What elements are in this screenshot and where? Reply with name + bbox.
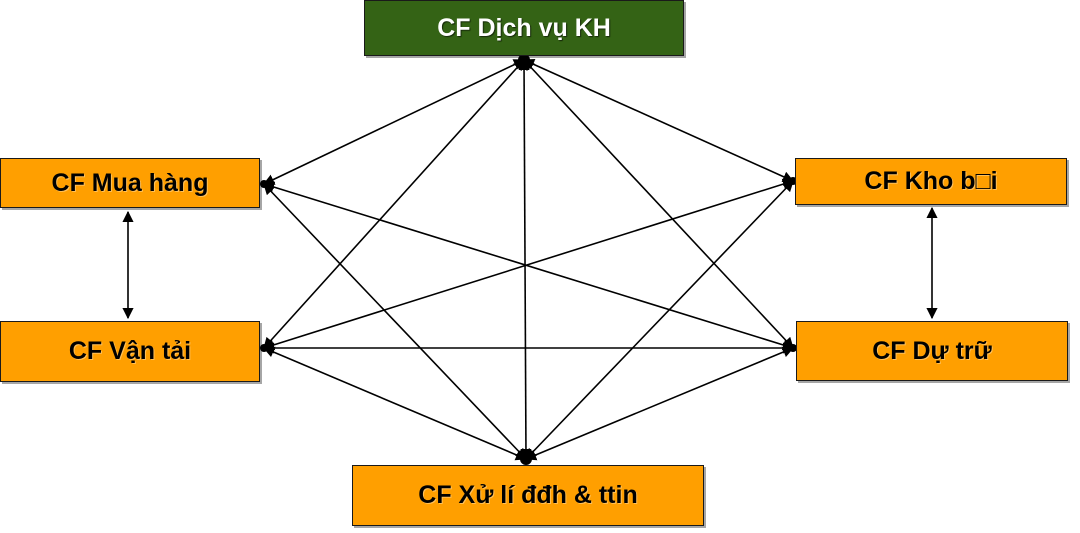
junction-mua-hang [260,180,268,188]
junction-xu-li [520,453,532,465]
edge-dich-vu-kh-van-tai [263,59,525,349]
node-xu-li: CF Xử lí đđh & ttin [352,465,704,526]
edge-dich-vu-kh-xu-li [518,58,532,461]
node-kho-bai: CF Kho b□i [795,158,1067,205]
node-du-tru: CF Dự trữ [796,321,1068,381]
node-mua-hang: CF Mua hàng [0,158,260,208]
junction-van-tai [260,344,268,352]
junction-dich-vu-kh [518,54,530,66]
edge-du-tru-xu-li [524,346,795,461]
node-dich-vu-kh: CF Dịch vụ KH [364,0,684,56]
edge-dich-vu-kh-mua-hang [262,59,526,185]
edge-dich-vu-kh-du-tru [523,59,794,349]
edge-van-tai-xu-li [262,346,528,461]
node-van-tai: CF Vận tải [0,321,260,382]
edge-dich-vu-kh-kho-bai [522,59,795,182]
junction-du-tru [789,344,797,352]
